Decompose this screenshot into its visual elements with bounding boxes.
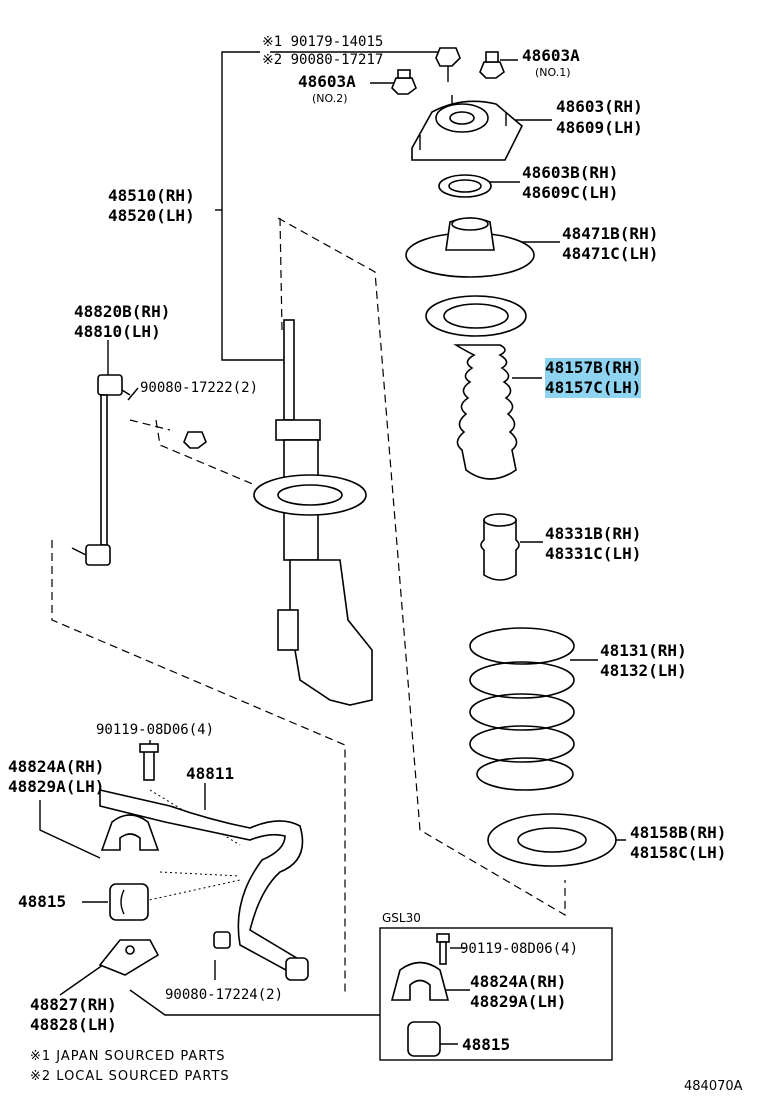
label-stab-nut: 90080-17224(2)	[165, 987, 284, 1003]
nut-48603a-no1	[479, 51, 505, 79]
label-bracket-rh: 48824A(RH)	[8, 757, 105, 776]
label-bumper-lh: 48331C(LH)	[545, 544, 642, 563]
note-local-sourced: ※2 LOCAL SOURCED PARTS	[30, 1069, 230, 1084]
label-support-lh: 48609(LH)	[556, 118, 643, 137]
label-gsl30: GSL30	[382, 911, 421, 925]
label-bushing-box: 48815	[462, 1035, 511, 1054]
bushing-end	[285, 957, 309, 981]
label-bolt-left: 90119-08D06(4)	[96, 722, 215, 738]
label-lower-bracket-rh: 48827(RH)	[30, 995, 117, 1014]
upper-support	[411, 95, 523, 161]
label-strut-rh: 48510(RH)	[108, 186, 195, 205]
note-japan-sourced: ※1 JAPAN SOURCED PARTS	[30, 1049, 226, 1064]
stab-nut	[213, 931, 231, 949]
lower-insulator	[487, 813, 617, 867]
label-lower-insulator-lh: 48158C(LH)	[630, 843, 727, 862]
figure-code: 484070A	[684, 1079, 743, 1094]
label-link-nut: 90080-17222(2)	[140, 380, 259, 396]
label-bracket-box-rh: 48824A(RH)	[470, 972, 567, 991]
bump-boot	[425, 295, 527, 480]
label-bracket-box-lh: 48829A(LH)	[470, 992, 567, 1011]
assembly-dashed-lines	[51, 217, 566, 995]
label-nut-48603a-no2: 48603A	[298, 72, 356, 91]
upper-spring-seat	[405, 217, 535, 278]
box-bracket	[390, 961, 450, 1001]
strut-absorber	[253, 319, 373, 706]
label-strut-lh: 48520(LH)	[108, 206, 195, 225]
label-spring-rh: 48131(RH)	[600, 641, 687, 660]
label-stab-bar: 48811	[186, 764, 235, 783]
label-bracket-lh: 48829A(LH)	[8, 777, 105, 796]
stabilizer-bar	[99, 788, 304, 977]
label-boot-rh: 48157B(RH)	[545, 358, 642, 378]
lower-bracket	[98, 939, 160, 976]
label-nut-48603a-no1: 48603A	[522, 46, 580, 65]
label-boot-lh: 48157C(LH)	[545, 378, 642, 398]
coil-spring	[469, 627, 575, 791]
box-bolt	[436, 933, 450, 965]
label-link-lh: 48810(LH)	[74, 322, 161, 341]
stabilizer-link	[71, 374, 207, 566]
bearing-ring	[438, 174, 492, 198]
nut-48603a-no2	[391, 69, 417, 95]
strut-nut	[435, 47, 461, 82]
stabilizer-bracket-left	[100, 743, 160, 851]
label-lower-insulator-rh: 48158B(RH)	[630, 823, 727, 842]
label-nut-48603a-no1-note: (NO.1)	[535, 66, 571, 79]
label-support-rh: 48603(RH)	[556, 97, 643, 116]
label-upper-seat-lh: 48471C(LH)	[562, 244, 659, 263]
bound-stopper	[480, 513, 520, 581]
leader-lines	[39, 51, 626, 1045]
gsl30-box	[379, 927, 613, 1061]
label-nut-48603a-no2-note: (NO.2)	[312, 92, 348, 105]
box-bushing	[407, 1021, 441, 1057]
label-bushing-left: 48815	[18, 892, 67, 911]
label-upper-seat-rh: 48471B(RH)	[562, 224, 659, 243]
label-spring-lh: 48132(LH)	[600, 661, 687, 680]
label-nut-part-local: ※2 90080-17217	[262, 52, 384, 68]
label-bearing-rh: 48603B(RH)	[522, 163, 619, 182]
label-bolt-box: 90119-08D06(4)	[460, 941, 579, 957]
label-lower-bracket-lh: 48828(LH)	[30, 1015, 117, 1034]
label-nut-part-jp: ※1 90179-14015	[262, 34, 384, 50]
label-bearing-lh: 48609C(LH)	[522, 183, 619, 202]
bushing-left	[109, 883, 149, 921]
label-link-rh: 48820B(RH)	[74, 302, 171, 321]
label-bumper-rh: 48331B(RH)	[545, 524, 642, 543]
